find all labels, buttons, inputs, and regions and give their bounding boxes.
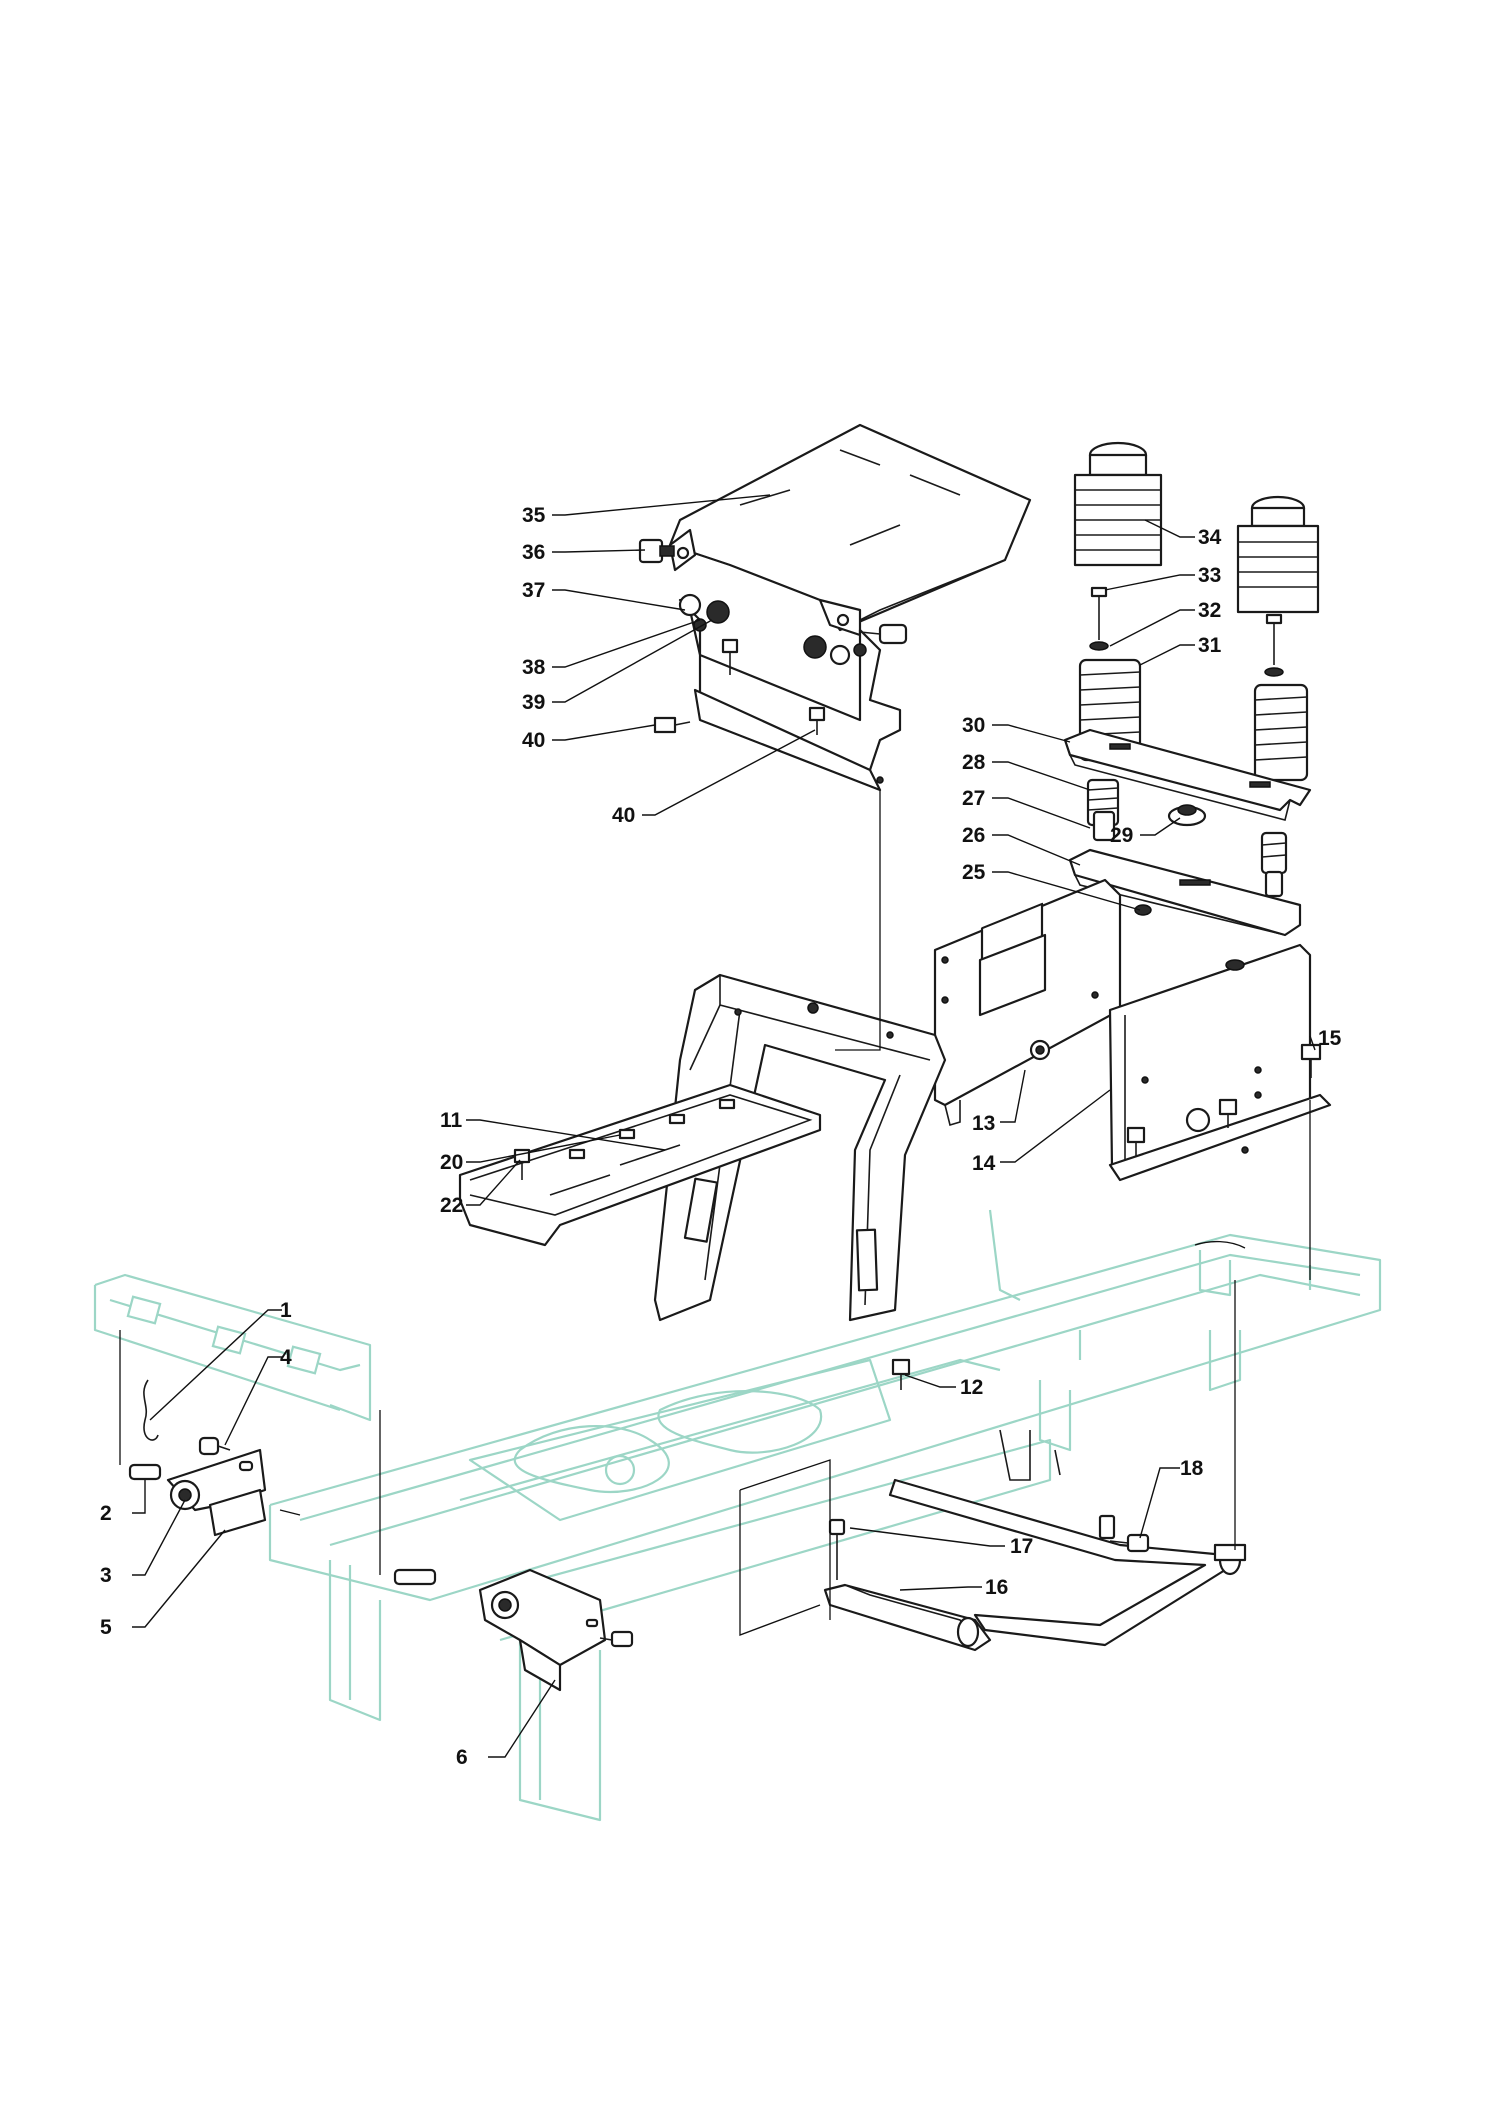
callout-26: 26 [962,824,985,847]
floor-plate [458,1083,822,1247]
callout-leaders [132,494,1316,1758]
callout-28: 28 [962,751,986,774]
callout-11: 11 [440,1109,463,1132]
callout-12: 12 [960,1376,983,1399]
seat-pan-35 [668,423,1032,637]
callout-30: 30 [962,714,985,737]
callout-labels: 1 2 3 4 5 6 11 12 13 14 15 16 17 18 20 2… [100,504,1342,1769]
callout-34: 34 [1198,526,1222,549]
callout-27: 27 [962,787,985,810]
callout-38: 38 [522,656,546,679]
seat-suspension [1063,441,1320,937]
callout-39: 39 [522,691,545,714]
callout-37: 37 [522,579,545,602]
front-hinge-brackets [128,1379,634,1692]
callout-4: 4 [280,1346,292,1369]
callout-15: 15 [1318,1027,1342,1050]
callout-2: 2 [100,1502,112,1525]
callout-22: 22 [440,1194,463,1217]
callout-16: 16 [985,1576,1008,1599]
assembly-guide-lines [119,790,1311,1636]
callout-35: 35 [522,504,546,527]
callout-3: 3 [100,1564,112,1587]
callout-25: 25 [962,861,986,884]
callout-31: 31 [1198,634,1222,657]
callout-5: 5 [100,1616,112,1639]
seat-bracket [678,598,902,792]
seat-support-box [933,878,1332,1182]
chassis-frame [93,1209,1382,1822]
front-rod-assembly [823,1429,1247,1652]
callout-13: 13 [972,1112,995,1135]
callout-32: 32 [1198,599,1221,622]
callout-40-left: 40 [522,729,545,752]
callout-17: 17 [1010,1535,1033,1558]
callout-36: 36 [522,541,545,564]
roll-frame [653,973,947,1390]
callout-1: 1 [280,1299,292,1322]
callout-20: 20 [440,1151,463,1174]
callout-18: 18 [1180,1457,1204,1480]
callout-40-lower: 40 [612,804,635,827]
callout-14: 14 [972,1152,996,1175]
callout-6: 6 [456,1746,468,1769]
callout-33: 33 [1198,564,1221,587]
callout-29: 29 [1110,824,1133,847]
